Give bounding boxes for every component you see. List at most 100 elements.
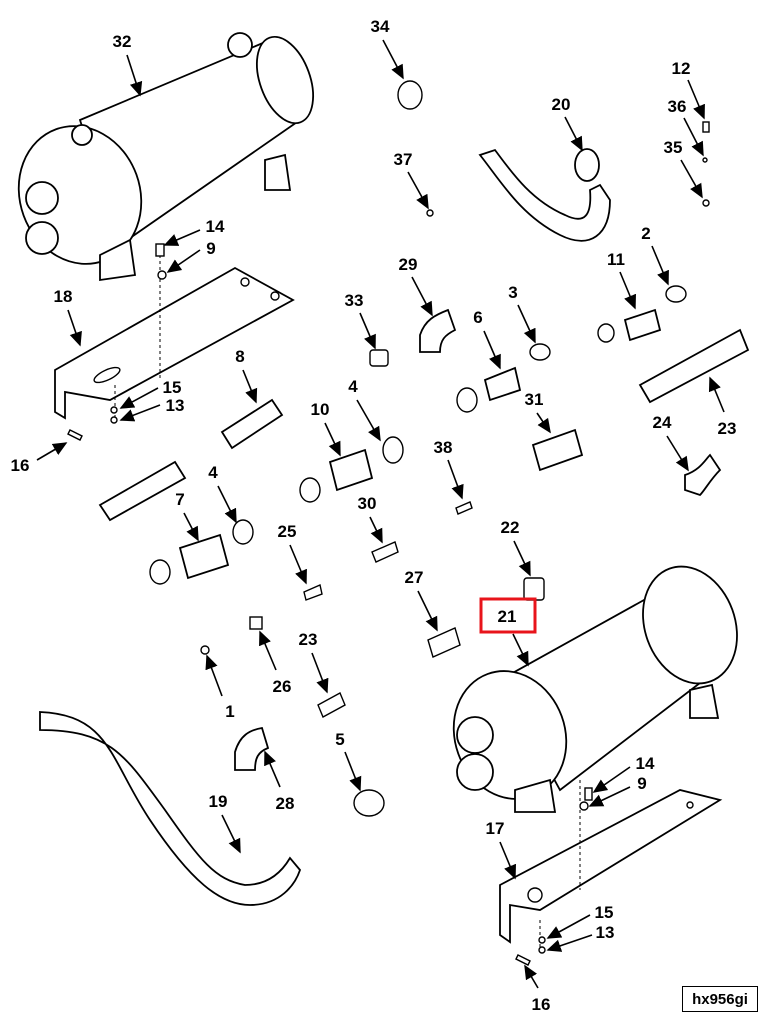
callout-4: 4 [208,463,218,482]
callout-23: 23 [299,630,318,649]
leader-arrow [513,540,531,577]
leader-arrow [512,633,529,667]
callout-36: 36 [668,97,687,116]
leader-arrow [344,751,362,792]
callout-13: 13 [166,396,185,415]
callout-37: 37 [394,150,413,169]
callout-3: 3 [508,283,517,302]
callout-15: 15 [163,378,182,397]
leader-arrow [407,171,429,210]
callout-29: 29 [399,255,418,274]
callout-17: 17 [486,819,505,838]
leader-arrow [517,304,536,344]
callout-18: 18 [54,287,73,306]
callout-16: 16 [532,995,551,1014]
callout-11: 11 [607,250,625,269]
leader-arrow [324,422,341,457]
leader-arrow [546,934,593,952]
callout-12: 12 [672,59,691,78]
callout-21: 21 [498,607,517,626]
callout-13: 13 [596,923,615,942]
callout-5: 5 [335,730,344,749]
leader-arrow [264,750,281,788]
figure-reference-code: hx956gi [682,986,758,1012]
highlight-box-21 [479,597,537,634]
leader-arrow [119,404,161,422]
callout-14: 14 [206,217,225,236]
callout-24: 24 [653,413,672,432]
callout-34: 34 [371,17,390,36]
callout-6: 6 [473,308,482,327]
leader-arrow [651,245,669,286]
leader-arrow [259,630,277,671]
callout-30: 30 [358,494,377,513]
callout-7: 7 [175,490,184,509]
callout-35: 35 [664,138,683,157]
leader-arrow [411,276,433,317]
callout-9: 9 [206,239,215,258]
hose-clamps [149,80,687,817]
leader-arrow [680,159,703,199]
leader-arrow [687,79,705,120]
leader-arrows [36,39,725,989]
callout-16: 16 [11,456,30,475]
leader-arrow [524,964,539,989]
leader-arrow [242,369,258,404]
hoses-and-elbows [39,148,750,906]
leader-arrow [221,814,241,854]
leader-arrow [183,512,199,542]
leader-arrow [163,229,201,246]
callout-8: 8 [235,347,244,366]
callout-10: 10 [311,400,330,419]
callout-22: 22 [501,518,520,537]
heat-exchanger-upper [17,32,314,282]
leader-arrow [588,786,631,807]
callout-1: 1 [225,702,234,721]
leader-arrow [708,376,725,413]
leader-arrow [359,312,376,350]
leader-arrow [311,652,329,694]
leader-arrow [382,39,404,80]
leader-arrow [666,435,689,472]
sleeves-and-couplers [178,308,662,580]
callout-19: 19 [209,792,228,811]
leader-arrow [126,54,143,97]
leader-arrow [205,654,223,697]
leader-arrow [619,271,636,310]
leader-arrow [683,117,704,157]
leader-arrow [564,116,583,152]
leader-arrow [166,249,201,273]
callout-4: 4 [348,377,358,396]
callout-20: 20 [552,95,571,114]
callout-14: 14 [636,754,655,773]
callout-25: 25 [278,522,297,541]
leader-arrow [592,766,631,793]
callout-26: 26 [273,677,292,696]
callout-38: 38 [434,438,453,457]
callout-9: 9 [637,774,646,793]
leader-arrow [119,387,159,409]
callout-2: 2 [641,224,650,243]
mounting-bracket-lower [499,780,723,950]
leader-arrow [546,914,591,939]
callout-33: 33 [345,291,364,310]
callout-15: 15 [595,903,614,922]
leader-arrow [369,516,383,544]
heat-exchanger-lower [452,565,738,813]
leader-arrow [67,309,82,347]
leader-arrow [217,485,237,524]
callout-28: 28 [276,794,295,813]
callout-32: 32 [113,32,132,51]
leader-arrow [417,590,438,632]
leader-arrow [499,841,516,880]
mounting-bracket-upper [54,255,295,420]
callout-31: 31 [525,390,544,409]
leader-arrow [356,399,381,442]
callout-27: 27 [405,568,424,587]
leader-arrow [483,330,501,370]
leader-arrow [536,412,551,434]
small-fittings [67,121,710,966]
leader-arrow [289,544,307,585]
